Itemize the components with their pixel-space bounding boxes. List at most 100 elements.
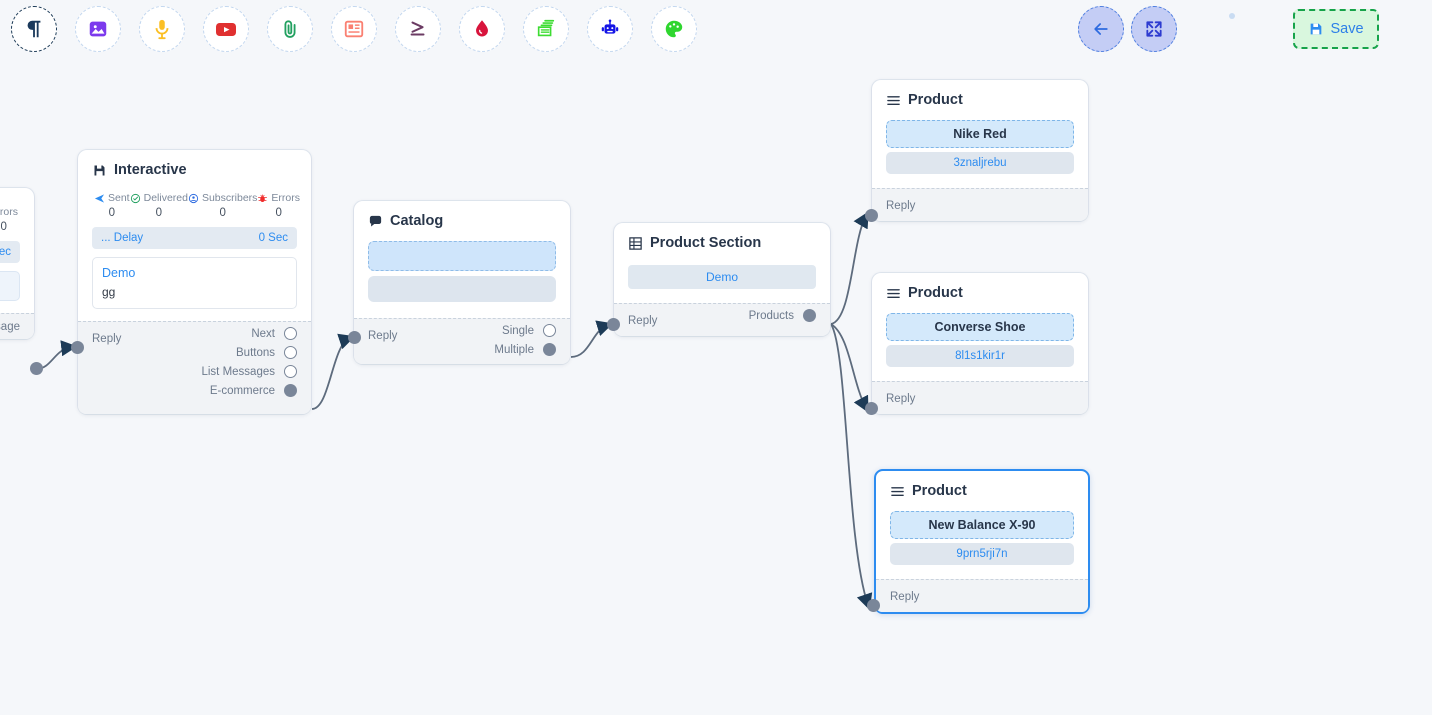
tool-image[interactable] <box>75 6 121 52</box>
output-label: Products <box>748 309 794 322</box>
node-title: Product <box>872 80 1088 110</box>
microphone-icon <box>155 19 169 40</box>
node-product-3[interactable]: Product New Balance X-90 9prn5rji7n Repl… <box>874 469 1090 614</box>
product-id-pill[interactable]: 8l1s1kir1r <box>886 345 1074 367</box>
output-single[interactable]: Single <box>502 324 556 337</box>
tool-interactive[interactable] <box>395 6 441 52</box>
delay-row[interactable]: ... Delay 0 Sec <box>92 227 297 249</box>
tool-list[interactable] <box>523 6 569 52</box>
output-buttons[interactable]: Buttons <box>236 346 297 359</box>
node-product-2[interactable]: Product Converse Shoe 8l1s1kir1r Reply <box>872 273 1088 414</box>
product-section-item[interactable]: Demo <box>628 265 816 289</box>
handle-reply-product-2[interactable] <box>865 402 878 415</box>
stat-errors: Errors 0 <box>0 206 18 233</box>
product-name-pill[interactable]: Nike Red <box>886 120 1074 148</box>
output-ecommerce[interactable]: E-commerce <box>210 384 297 397</box>
grid-icon <box>629 236 642 250</box>
product-name-pill[interactable]: New Balance X-90 <box>890 511 1074 539</box>
delay-value: Sec <box>0 246 11 258</box>
message-box[interactable] <box>0 271 20 301</box>
output-label: List Messages <box>201 365 275 378</box>
node-title-label: Product <box>908 285 963 301</box>
robot-icon <box>601 19 619 34</box>
node-product-section[interactable]: Product Section Demo Reply Products <box>614 223 830 336</box>
palette-icon <box>665 20 683 38</box>
node-interactive[interactable]: Interactive Sent 0 <box>78 150 311 414</box>
catalog-placeholder-primary[interactable] <box>368 241 556 271</box>
tool-paragraph[interactable] <box>11 6 57 52</box>
stat-subscribers: Subscribers 0 <box>188 192 257 219</box>
list-icon <box>537 19 555 37</box>
handle-reply-catalog[interactable] <box>348 331 361 344</box>
node-footer: Reply <box>876 579 1088 612</box>
fit-view-button[interactable] <box>1131 6 1177 52</box>
tool-video[interactable] <box>203 6 249 52</box>
node-stats: Sent 0 Delivered 0 <box>92 188 300 227</box>
handle-ecommerce[interactable] <box>284 384 297 397</box>
footer-input-label: Reply <box>886 200 916 212</box>
edge <box>311 333 356 410</box>
product-id-pill[interactable]: 3znaljrebu <box>886 152 1074 174</box>
node-title: Catalog <box>354 201 570 231</box>
footer-input-label: Reply <box>886 393 916 405</box>
output-multiple[interactable]: Multiple <box>494 343 556 356</box>
node-product-1[interactable]: Product Nike Red 3znaljrebu Reply <box>872 80 1088 221</box>
node-partial-left[interactable]: Errors 0 Sec essage <box>0 188 34 339</box>
product-section-item-label: Demo <box>705 270 738 284</box>
stat-value: 0 <box>108 207 115 219</box>
catalog-placeholder-secondary[interactable] <box>368 276 556 302</box>
output-next[interactable]: Next <box>251 327 297 340</box>
node-title: Interactive <box>78 150 311 180</box>
product-id-pill[interactable]: 9prn5rji7n <box>890 543 1074 565</box>
interactive-icon <box>410 21 425 36</box>
message-box[interactable]: Demo gg <box>92 257 297 309</box>
tool-attachment[interactable] <box>267 6 313 52</box>
node-title-label: Product Section <box>650 235 762 251</box>
output-list-messages[interactable]: List Messages <box>201 365 297 378</box>
node-footer: Reply Single Multiple <box>354 318 570 364</box>
stat-value: 0 <box>0 221 7 233</box>
youtube-icon <box>216 23 236 36</box>
delay-row[interactable]: Sec <box>0 241 20 263</box>
output-products[interactable]: Products <box>749 309 816 322</box>
stat-label: Errors <box>0 206 18 218</box>
handle-reply-interactive[interactable] <box>71 341 84 354</box>
footer-input-label: Reply <box>628 315 658 327</box>
node-title-label: Catalog <box>390 213 444 229</box>
handle-next[interactable] <box>284 327 297 340</box>
handle-buttons[interactable] <box>284 346 297 359</box>
node-title: Product <box>876 471 1088 501</box>
handle-ecommerce-partial[interactable] <box>30 362 43 375</box>
product-id: 9prn5rji7n <box>956 548 1008 560</box>
handle-reply-product-3[interactable] <box>867 599 880 612</box>
paragraph-icon <box>27 20 41 38</box>
tool-location[interactable] <box>459 6 505 52</box>
handle-list-messages[interactable] <box>284 365 297 378</box>
delay-value: 0 Sec <box>258 232 288 244</box>
tool-audio[interactable] <box>139 6 185 52</box>
tool-bot[interactable] <box>587 6 633 52</box>
tool-template[interactable] <box>651 6 697 52</box>
node-footer: essage <box>0 313 34 339</box>
stat-label: Sent <box>108 192 130 204</box>
image-icon <box>89 21 107 37</box>
stat-value: 0 <box>155 207 162 219</box>
droplet-icon <box>476 20 488 37</box>
tool-card[interactable] <box>331 6 377 52</box>
handle-multiple[interactable] <box>543 343 556 356</box>
menu-lines-icon <box>887 95 900 105</box>
product-name-pill[interactable]: Converse Shoe <box>886 313 1074 341</box>
handle-reply-product-section[interactable] <box>607 318 620 331</box>
edge <box>570 320 614 358</box>
handle-single[interactable] <box>543 324 556 337</box>
chat-bubble-icon <box>369 215 382 226</box>
handle-products[interactable] <box>803 309 816 322</box>
save-button[interactable]: Save <box>1293 9 1379 49</box>
back-button[interactable] <box>1078 6 1124 52</box>
node-footer: Reply <box>872 188 1088 221</box>
node-catalog[interactable]: Catalog Reply Single Multiple <box>354 201 570 364</box>
output-label: E-commerce <box>209 384 275 397</box>
handle-reply-product-1[interactable] <box>865 209 878 222</box>
stat-value: 0 <box>275 207 282 219</box>
